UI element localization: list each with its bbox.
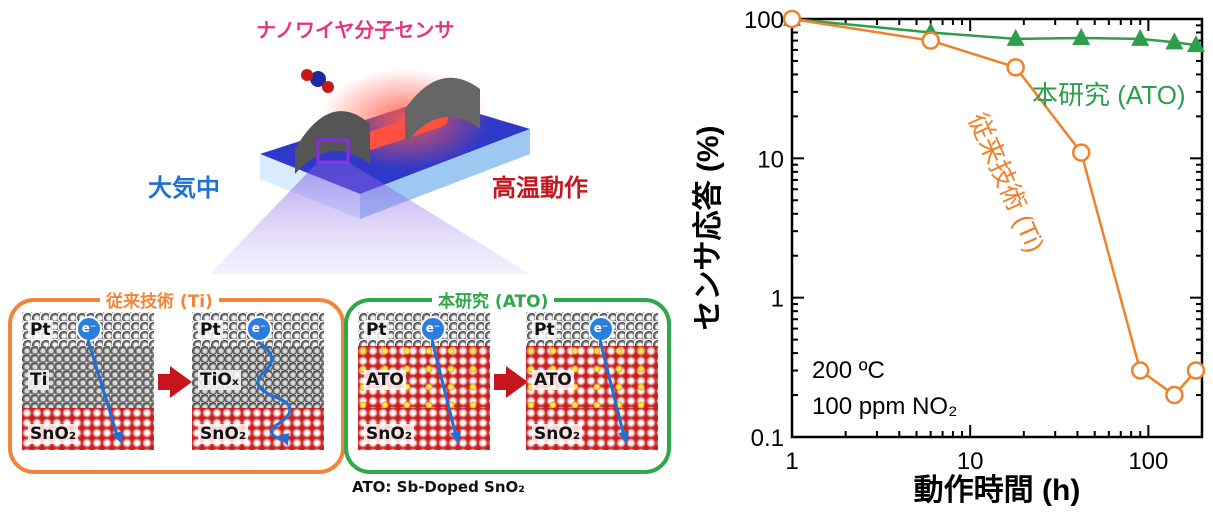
- ato-footnote: ATO: Sb-Doped SnO₂: [352, 478, 525, 496]
- nanowire-sensor-illustration: [210, 69, 530, 274]
- ti-label: Ti: [28, 370, 50, 390]
- electrode-right: [405, 77, 480, 144]
- old-tech-after: Pt TiOₓ SnO₂ e⁻: [192, 312, 324, 450]
- data-point: [921, 31, 940, 50]
- condition-gas: 100 ppm NO₂: [812, 393, 957, 420]
- sno2-layer: [526, 408, 658, 450]
- condition-temperature: 200 ºC: [812, 357, 885, 384]
- new-tech-after: Pt ATO SnO₂ e⁻: [526, 312, 658, 450]
- data-point: [1072, 28, 1091, 46]
- new-tech-before: Pt ATO SnO₂ e⁻: [358, 312, 490, 450]
- x-axis-label: 動作時間 (h): [914, 474, 1081, 507]
- pt-label: Pt: [364, 320, 389, 340]
- y-tick-label: 100: [744, 7, 784, 34]
- data-point: [1071, 143, 1091, 162]
- x-tick-label: 100: [1128, 448, 1168, 475]
- high-temperature-label: 高温動作: [492, 174, 588, 202]
- y-axis-label: センサ応答 (%): [692, 126, 725, 331]
- data-point: [1006, 58, 1025, 77]
- data-point: [1006, 28, 1025, 46]
- transition-arrow-stem: [494, 374, 508, 390]
- data-point: [1186, 361, 1206, 380]
- electrode-left: [295, 111, 370, 174]
- transition-arrow: [506, 366, 528, 398]
- y-tick-label: 0.1: [751, 425, 784, 452]
- data-point: [1165, 385, 1184, 405]
- sno2-label: SnO₂: [532, 424, 583, 444]
- pt-label: Pt: [198, 320, 223, 340]
- air-label: 大気中: [148, 174, 220, 202]
- plot-frame: [790, 17, 1204, 439]
- series-label-ti: 従来技術 (Ti): [963, 108, 1051, 257]
- data-point: [782, 9, 802, 29]
- electron-path-arrow: [86, 339, 123, 444]
- data-point: [1131, 28, 1150, 46]
- data-point: [1165, 32, 1184, 50]
- no2-molecule-n: [310, 71, 326, 87]
- sno2-label: SnO₂: [364, 424, 415, 444]
- old-tech-panel-title: 従来技術 (Ti): [100, 287, 219, 312]
- new-tech-panel-title: 本研究 (ATO): [432, 287, 555, 312]
- transition-arrow-stem: [158, 374, 172, 390]
- transition-arrow: [170, 366, 192, 398]
- series-line-1: [791, 17, 1197, 397]
- data-point: [1130, 361, 1150, 380]
- y-tick-label: 10: [757, 146, 784, 173]
- y-tick-label: 1: [771, 286, 784, 313]
- series-label-ato: 本研究 (ATO): [1032, 80, 1186, 110]
- electron-path-arrow: [598, 339, 629, 444]
- data-series: [782, 9, 1206, 405]
- ato-label: ATO: [532, 370, 574, 390]
- pt-label: Pt: [532, 320, 557, 340]
- data-point: [1186, 35, 1205, 53]
- no2-molecule-o1: [301, 69, 313, 81]
- electron-scatter-path: [256, 340, 292, 446]
- zoom-beam: [210, 162, 530, 274]
- x-tick-label: 10: [957, 448, 984, 475]
- electron-path-arrow: [430, 339, 461, 444]
- no2-molecule-o2: [322, 81, 334, 93]
- sno2-label: SnO₂: [28, 424, 79, 444]
- x-tick-label: 1: [785, 448, 798, 475]
- old-tech-before: Pt Ti SnO₂ e⁻: [22, 312, 154, 450]
- tiox-label: TiOₓ: [198, 370, 241, 390]
- sno2-label: SnO₂: [198, 424, 249, 444]
- device-title: ナノワイヤ分子センサ: [256, 18, 455, 42]
- pt-label: Pt: [28, 320, 53, 340]
- ato-label: ATO: [364, 370, 406, 390]
- electron-icon: e⁻: [246, 316, 272, 342]
